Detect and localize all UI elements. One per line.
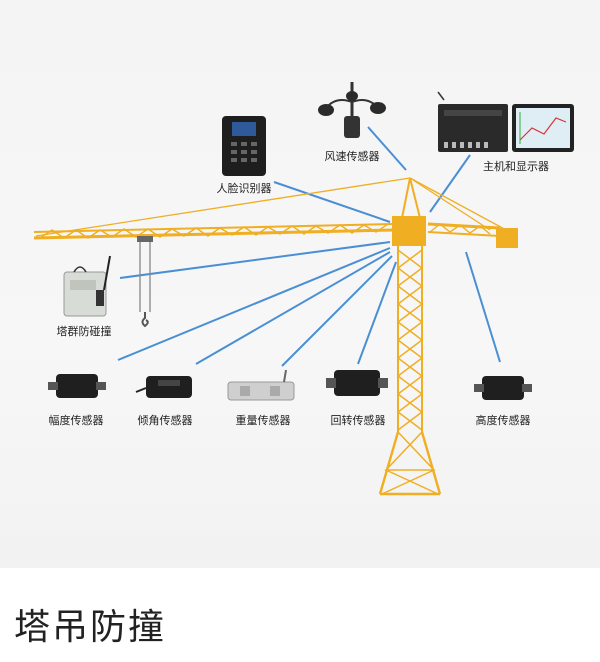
label-wind-sensor: 风速传感器: [325, 150, 380, 163]
label-host-display: 主机和显示器: [483, 159, 549, 173]
label-amplitude-sensor: 幅度传感器: [49, 413, 104, 427]
label-height-sensor: 高度传感器: [476, 413, 531, 427]
link-host: [429, 154, 471, 213]
link-anticollision: [119, 241, 391, 279]
height-sensor-icon: [474, 376, 532, 400]
host-display-device-icon: [437, 91, 574, 152]
hook-icon: [141, 312, 149, 328]
counterweight: [496, 228, 518, 248]
anticollision-device-icon: [63, 255, 111, 317]
amplitude-sensor-icon: [48, 374, 106, 398]
crane-cab: [392, 216, 426, 246]
slewing-sensor-icon: [326, 370, 388, 396]
crane-counter-jib: [427, 222, 518, 248]
link-tilt: [195, 251, 391, 365]
hoist-rope-hook: [137, 236, 153, 328]
link-wind: [367, 126, 407, 171]
tilt-sensor-icon: [135, 376, 192, 398]
tower-crane: [33, 177, 518, 496]
label-face-recognizer: 人脸识别器: [217, 181, 272, 195]
crane-base: [378, 431, 442, 496]
link-amplitude: [117, 247, 391, 361]
crane-mast: [396, 246, 424, 432]
weight-sensor-icon: [227, 369, 295, 401]
crane-cathead: [35, 177, 511, 237]
label-weight-sensor: 重量传感器: [236, 413, 291, 427]
link-slewing: [357, 261, 397, 365]
crane-jib: [33, 223, 395, 240]
label-anticollision: 塔群防碰撞: [57, 324, 112, 338]
face-recognizer-device-icon: [222, 116, 266, 176]
crane-system-diagram: 人脸识别器 风速传感器 主机和显示器 塔群防碰撞 幅度传感器 倾角传感器 重量传…: [33, 82, 574, 496]
label-tilt-sensor: 倾角传感器: [138, 414, 193, 427]
connection-lines: [117, 126, 501, 367]
product-title[interactable]: 塔吊防撞: [14, 607, 167, 648]
label-slewing-sensor: 回转传感器: [331, 413, 386, 427]
link-height: [465, 251, 501, 363]
link-weight: [281, 255, 393, 367]
link-face: [273, 181, 391, 223]
anemometer-device-icon: [318, 82, 386, 138]
